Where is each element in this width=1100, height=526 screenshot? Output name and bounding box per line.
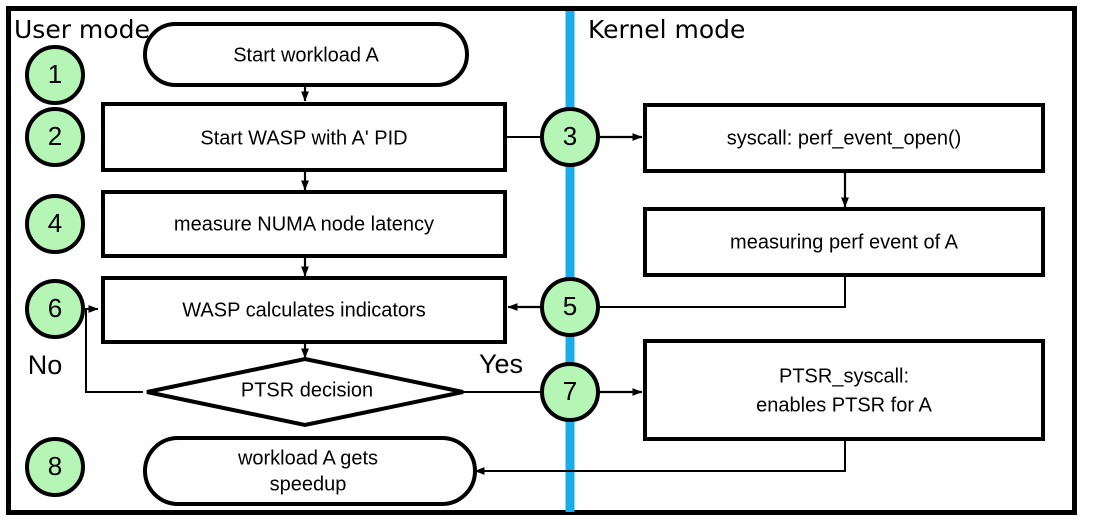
- step-circle-2[interactable]: [25, 107, 85, 167]
- connector-measuring-to-step5: [599, 276, 846, 308]
- step-circle-8[interactable]: [25, 437, 85, 497]
- node-ptsr-decision-label: PTSR decision: [241, 379, 373, 401]
- connector-ptsr-syscall-to-speedup: [474, 440, 846, 475]
- node-measure-numa-label: measure NUMA node latency: [174, 213, 434, 235]
- step-circle-4[interactable]: [25, 194, 85, 254]
- node-measure-numa[interactable]: [101, 190, 507, 258]
- step-circle-8-number: 8: [48, 451, 62, 481]
- step-circle-6[interactable]: [25, 279, 85, 339]
- step-circle-7-number: 7: [563, 376, 577, 406]
- branch-label-no: No: [28, 350, 63, 380]
- diagram-outer-frame: [6, 6, 1077, 515]
- node-ptsr-syscall[interactable]: [643, 339, 1045, 441]
- step-circle-4-number: 4: [48, 208, 62, 238]
- node-ptsr-decision[interactable]: [146, 356, 464, 428]
- node-workload-speedup-label-line2: speedup: [270, 473, 347, 495]
- node-wasp-calculates-label: WASP calculates indicators: [182, 299, 425, 321]
- step-circle-2-number: 2: [48, 121, 62, 151]
- node-start-wasp-label: Start WASP with A' PID: [200, 127, 407, 149]
- node-ptsr-syscall-label-line1: PTSR_syscall:: [779, 365, 909, 387]
- node-wasp-calculates[interactable]: [101, 276, 507, 344]
- node-start-workload[interactable]: [143, 22, 469, 87]
- step-circle-7[interactable]: [540, 362, 600, 422]
- node-workload-speedup-label-line1: workload A gets: [237, 447, 378, 469]
- node-start-workload-label: Start workload A: [233, 44, 379, 66]
- node-workload-speedup[interactable]: [143, 436, 477, 506]
- step-circle-5-number: 5: [563, 291, 577, 321]
- node-perf-event-open-label: syscall: perf_event_open(): [727, 127, 962, 149]
- node-perf-event-open[interactable]: [643, 103, 1045, 173]
- step-circle-1-number: 1: [48, 59, 62, 89]
- lane-label-user-mode: User mode: [14, 15, 150, 44]
- step-circle-5[interactable]: [540, 277, 600, 337]
- step-circle-3[interactable]: [540, 107, 600, 167]
- lane-label-kernel-mode: Kernel mode: [588, 15, 745, 44]
- node-ptsr-syscall-label-line2: enables PTSR for A: [756, 394, 932, 416]
- step-circle-6-number: 6: [48, 293, 62, 323]
- connector-no-branch-loop: [85, 305, 143, 393]
- step-circle-3-number: 3: [563, 121, 577, 151]
- node-measuring-perf-event[interactable]: [643, 207, 1045, 277]
- node-start-wasp[interactable]: [101, 102, 507, 172]
- node-measuring-perf-event-label: measuring perf event of A: [730, 231, 959, 253]
- step-circle-1[interactable]: [25, 45, 85, 105]
- branch-label-yes: Yes: [479, 349, 523, 379]
